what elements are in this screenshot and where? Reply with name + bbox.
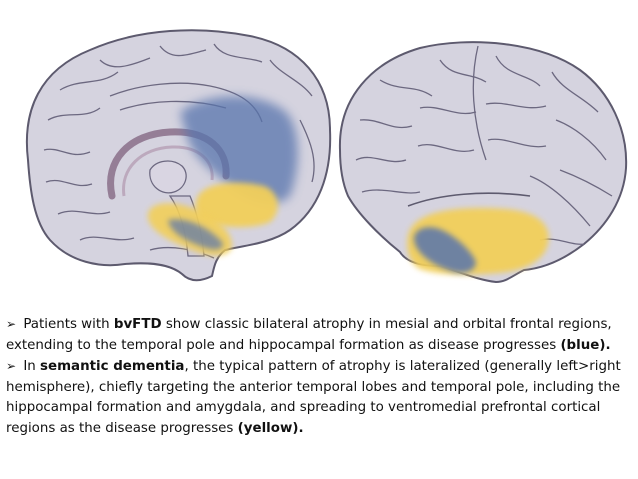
bullet2-term: semantic dementia [40, 359, 185, 375]
medial-yellow-orbital [195, 182, 278, 228]
lateral-brain-view [338, 41, 628, 284]
sylvian-fissure [407, 192, 531, 207]
medial-blue-atrophy [180, 96, 298, 203]
bullet1-body: show classic bilateral atrophy in mesial… [6, 317, 612, 353]
medial-blue-hippocampal [168, 219, 223, 250]
bullet1-lead: Patients with [23, 317, 114, 332]
caption-text: ➢ Patients with bvFTD show classic bilat… [6, 314, 630, 440]
bullet-point-semantic-dementia: ➢ In semantic dementia, the typical patt… [6, 356, 630, 439]
brain-illustration [25, 29, 628, 284]
bullet1-color-note: (blue). [560, 337, 611, 353]
bullet2-body: , the typical pattern of atrophy is late… [6, 359, 621, 436]
medial-brain-view [25, 29, 332, 282]
bullet2-color-note: (yellow). [237, 420, 304, 436]
bullet2-lead: In [23, 359, 41, 375]
arrowhead-bullet-icon: ➢ [6, 317, 17, 331]
bullet1-term: bvFTD [113, 317, 162, 332]
lateral-sulci [355, 45, 613, 245]
lateral-blue-temporal-pole [413, 227, 476, 273]
arrowhead-bullet-icon: ➢ [6, 359, 17, 374]
lateral-hemisphere [338, 41, 628, 284]
bullet-point-bvftd: ➢ Patients with bvFTD show classic bilat… [6, 314, 630, 356]
thalamus-outline [149, 160, 187, 194]
